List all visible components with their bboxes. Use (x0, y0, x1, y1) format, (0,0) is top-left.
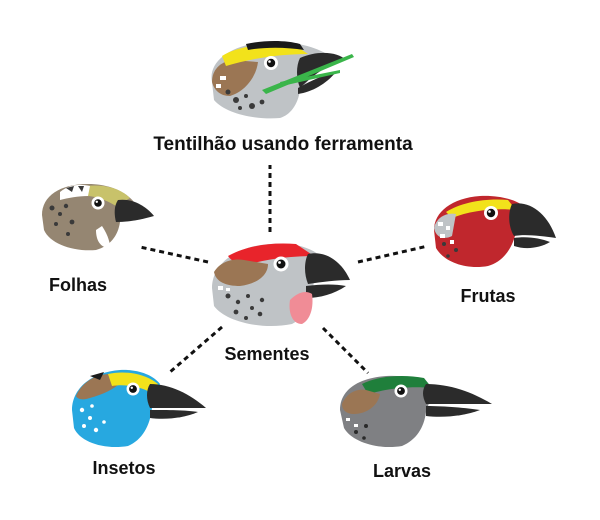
label-larvas: Larvas (372, 461, 432, 481)
finch-head-insects-icon (72, 369, 206, 448)
label-ferramenta: Tentilhão usando ferramenta (153, 134, 413, 155)
edge-sementes-frutas (357, 244, 429, 264)
finch-head-tool-icon (211, 41, 354, 119)
label-frutas: Frutas (460, 286, 516, 306)
finch-head-fruit-icon (434, 195, 556, 268)
label-sementes: Sementes (224, 344, 310, 364)
finch-head-larvae-icon (340, 375, 492, 448)
label-folhas: Folhas (48, 275, 108, 295)
connectors (139, 165, 429, 375)
label-insetos: Insetos (92, 458, 156, 478)
finch-head-leaves-icon (42, 184, 154, 251)
finch-head-seeds-icon (212, 243, 350, 326)
edge-sementes-folhas (139, 245, 209, 264)
edge-sementes-larvas (321, 326, 370, 375)
edge-sementes-insetos (169, 325, 223, 374)
